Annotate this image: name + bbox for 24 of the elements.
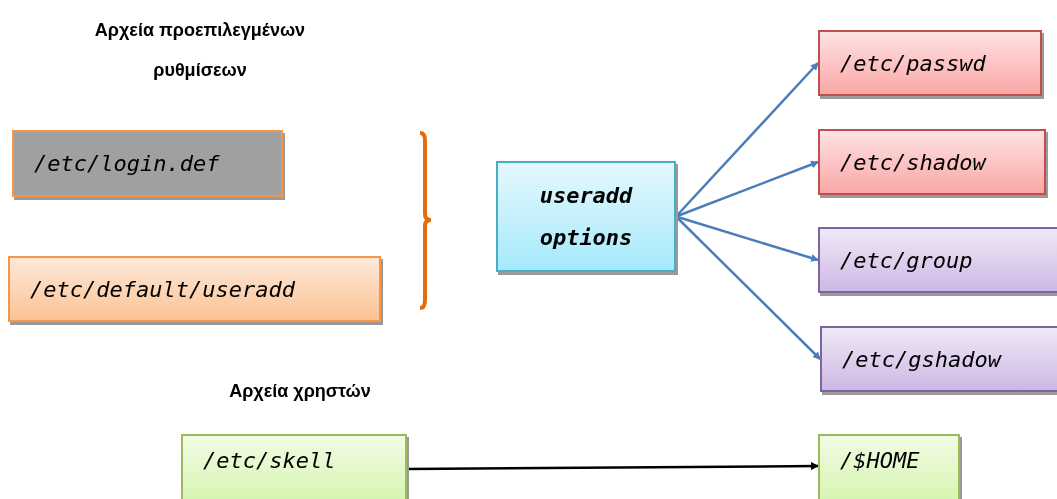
section-heading: Αρχεία προεπιλεγμένων ρυθμίσεων [93,19,307,82]
file-path: /etc/gshadow [841,345,1001,374]
file-box [818,129,1046,195]
file-box [181,434,407,499]
arrow [675,215,819,262]
file-path: /$HOME [839,447,920,475]
file-path: /etc/default/useradd [29,275,295,304]
file-path: /etc/shadow [839,148,986,177]
arrow [407,462,819,471]
file-path: /etc/group [839,246,973,275]
file-box [12,130,283,197]
file-path: useradd options [538,181,634,252]
arrow [675,215,821,360]
section-heading: Αρχεία χρηστών [228,380,372,403]
command-box [496,161,676,272]
arrow [675,160,819,218]
file-box [818,434,960,499]
file-box [8,256,381,322]
file-path: /etc/skell [202,447,336,475]
file-box [818,227,1057,293]
file-path: /etc/login.def [33,150,220,178]
file-box [818,30,1042,96]
file-path: /etc/passwd [839,49,986,78]
file-box [820,326,1057,392]
